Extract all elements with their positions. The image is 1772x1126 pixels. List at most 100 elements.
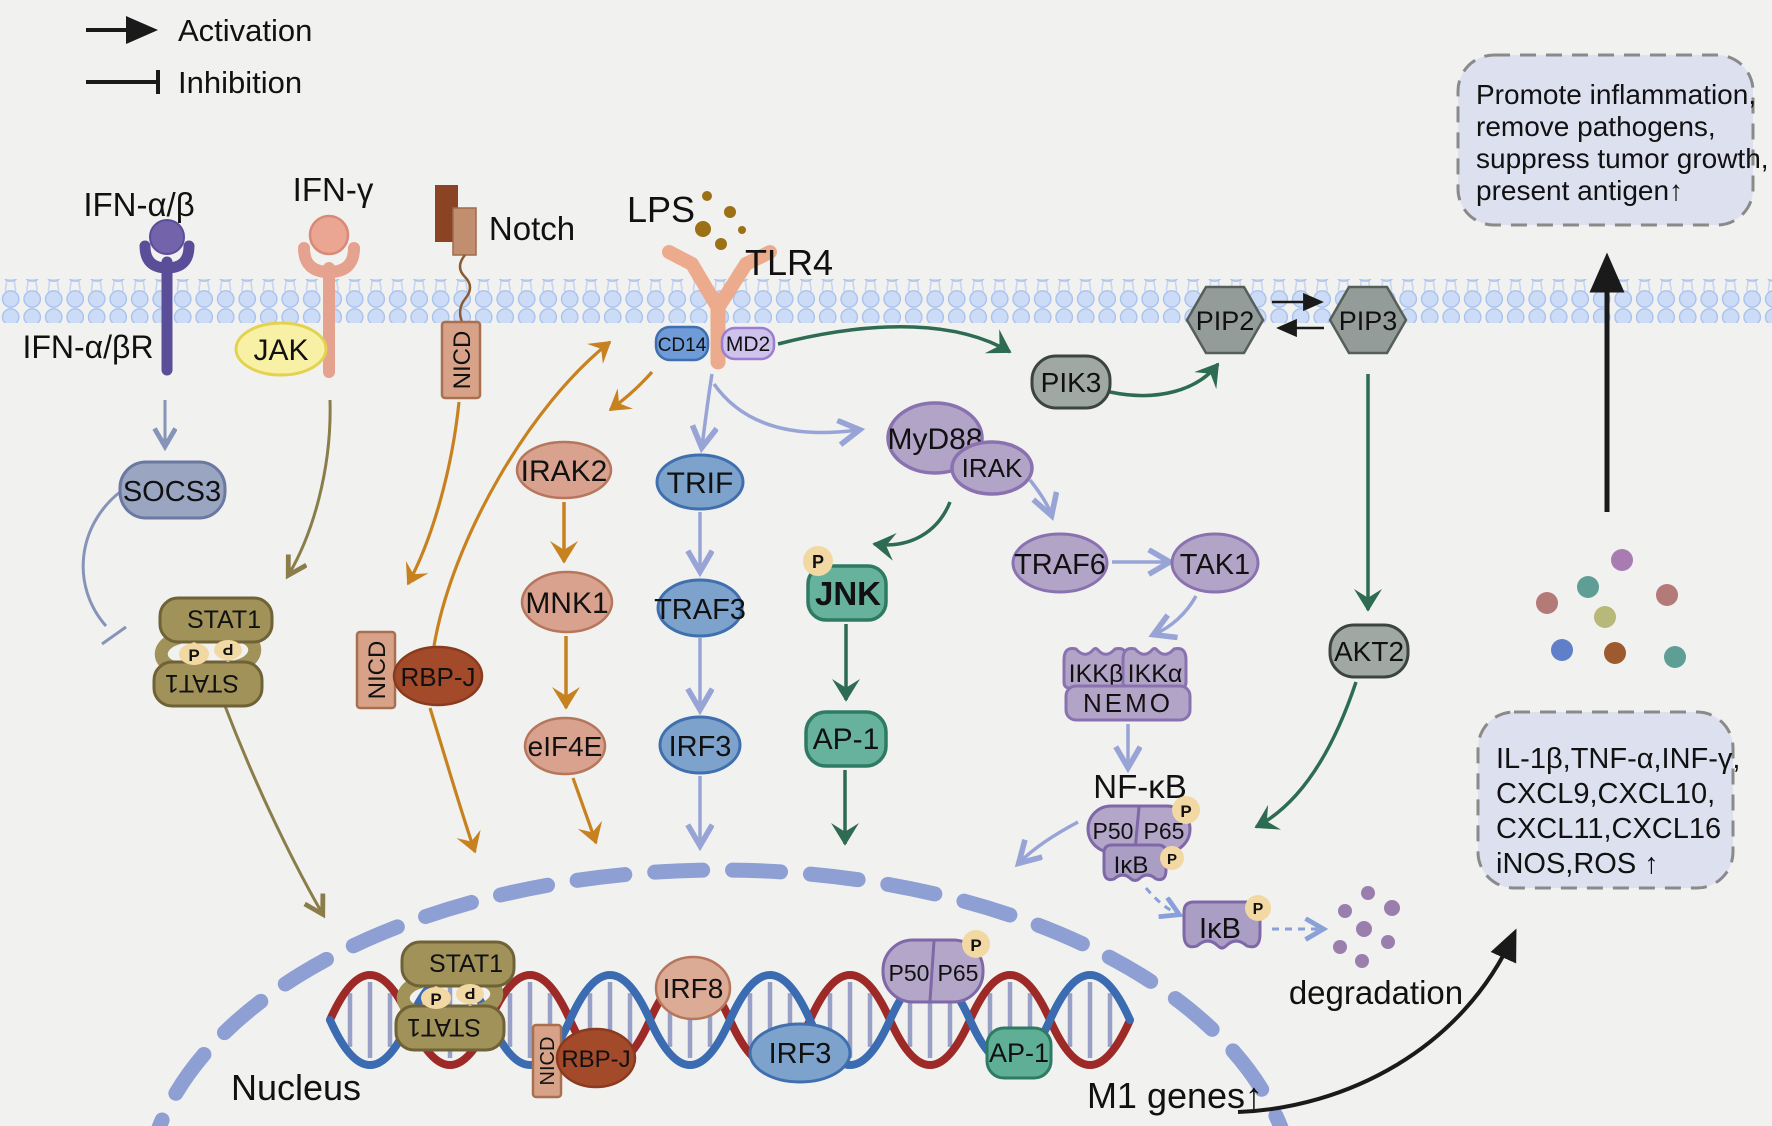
arrow-rbpj-nucleus — [428, 707, 481, 854]
stat1-label: STAT1 — [429, 950, 503, 978]
pik3-node — [1030, 354, 1112, 410]
irf8-label: IRF8 — [663, 973, 724, 1004]
irf3-node — [658, 715, 742, 775]
traf3-label: TRAF3 — [654, 594, 746, 626]
rbpj-node — [392, 645, 484, 707]
ikb-attached-node — [1102, 843, 1168, 882]
stat1-label-flipped: STAT1 — [407, 1013, 481, 1041]
arrow-m1genes-cytokines — [1237, 928, 1517, 1114]
nucleus-label: Nucleus — [231, 1067, 361, 1108]
socs3-node — [118, 460, 227, 520]
ap1-node — [804, 710, 888, 768]
outcome-box: Promote inflammation, remove pathogens, … — [1456, 53, 1769, 227]
ifn-ab-r-label: IFN-α/βR — [22, 329, 153, 365]
cytokine-line-4: iNOS,ROS ↑ — [1496, 848, 1659, 880]
notch-label: Notch — [489, 210, 575, 247]
phospho-p: P — [1180, 802, 1191, 821]
ifn-ab-ligand-icon — [149, 219, 185, 255]
arrow-rbpj-tlr4 — [432, 340, 612, 647]
cd14-node — [654, 325, 710, 362]
jak-label: JAK — [253, 334, 308, 367]
nemo-label: NEMO — [1083, 688, 1173, 718]
inhibit-socs3-stat1 — [81, 490, 121, 627]
akt2-label: AKT2 — [1334, 636, 1404, 667]
trif-label: TRIF — [667, 467, 734, 500]
nicd-membrane-label: NICD — [449, 331, 476, 390]
md2-label: MD2 — [726, 333, 770, 356]
receptor-ifn-ab: IFN-α/β IFN-α/βR — [22, 186, 195, 376]
arrow-irak-traf6 — [1028, 478, 1051, 514]
phospho-p: P — [430, 990, 441, 1009]
arrow-tlr4-trif — [702, 373, 712, 446]
arrow-akt2-nfkb — [1254, 681, 1358, 830]
pip2-node — [1185, 285, 1265, 355]
pip3-node — [1328, 285, 1408, 355]
traf3-node — [656, 578, 744, 638]
legend: Activation Inhibition — [86, 13, 312, 100]
lps-label: LPS — [627, 189, 695, 230]
phospho-badge — [962, 930, 990, 958]
eif4e-node — [523, 716, 607, 776]
phospho-p: P — [464, 984, 475, 1001]
p65-nucleus-label: P65 — [938, 960, 979, 986]
tlr4-arm-right — [711, 245, 777, 315]
tak1-node — [1170, 532, 1260, 594]
legend-activation-label: Activation — [178, 13, 312, 48]
ap1-nucleus-node — [985, 1026, 1053, 1080]
receptor-ifn-g: IFN-γ JAK — [234, 171, 374, 378]
pip-nodes: PIP2 PIP3 — [1185, 285, 1408, 355]
ifn-g-label: IFN-γ — [293, 171, 374, 208]
arrow-nfkb-nucleus — [1020, 820, 1079, 862]
nfkb-label: NF-κB — [1093, 768, 1187, 805]
tak1-label: TAK1 — [1180, 549, 1250, 581]
arrow-tak1-ikk — [1155, 595, 1198, 634]
traf6-node — [1011, 532, 1109, 594]
irf3-label: IRF3 — [669, 731, 732, 763]
outcome-line-1: Promote inflammation, — [1476, 79, 1756, 110]
arrow-nfkb-ikb-dashed — [1144, 887, 1178, 914]
m1-genes-label: M1 genes↑ — [1087, 1075, 1263, 1116]
irf8-node — [654, 955, 732, 1021]
nicd-nucleus-label: NICD — [537, 1037, 559, 1086]
receptor-tlr4: LPS TLR4 CD14 MD2 — [627, 189, 833, 370]
pik3-label: PIK3 — [1041, 367, 1102, 398]
mnk1-label: MNK1 — [525, 587, 608, 620]
md2-node — [720, 326, 776, 361]
nicd-membrane-node — [440, 320, 482, 400]
rbpj-label: RBP-J — [400, 662, 475, 692]
ifn-ab-cup — [139, 240, 195, 274]
cytoplasm-nodes: SOCS3 P P STAT1 STAT1 NICD RBP-J IRAK2 M… — [118, 354, 1686, 1011]
outcome-line-2: remove pathogens, — [1476, 111, 1716, 142]
notch-receptor-icon — [452, 207, 477, 256]
phospho-badge — [214, 640, 242, 660]
stat1-body-bottom — [152, 660, 264, 708]
p50-label: P50 — [1093, 818, 1134, 844]
phospho-badge — [1245, 895, 1271, 921]
ikkb-label: IKKβ — [1069, 660, 1124, 688]
phospho-badge — [1160, 846, 1184, 870]
arrow-tlr4-irak2 — [608, 370, 654, 412]
cytokine-line-3: CXCL11,CXCL16 — [1496, 813, 1721, 845]
legend-inhibition-label: Inhibition — [178, 65, 302, 100]
phospho-p: P — [222, 640, 233, 657]
ifn-ab-label: IFN-α/β — [83, 186, 194, 223]
inhibit-bar-socs3 — [101, 625, 127, 646]
tlr4-arm-left — [662, 245, 725, 315]
ifn-g-cup — [298, 242, 360, 279]
ikb-attached-label: IκB — [1114, 852, 1149, 879]
ap1-nucleus-label: AP-1 — [989, 1038, 1049, 1068]
cytokine-box-frame — [1476, 710, 1735, 890]
arrow-jak-stat1 — [289, 399, 332, 574]
lps-dots-icon — [695, 191, 746, 250]
stat1-dimer-nucleus: P P STAT1 STAT1 — [394, 940, 516, 1052]
degradation-label: degradation — [1289, 974, 1463, 1011]
irf3-nucleus-label: IRF3 — [769, 1038, 832, 1070]
ikka-label: IKKα — [1128, 660, 1183, 688]
receptor-notch: Notch NICD — [435, 185, 575, 400]
eif4e-label: eIF4E — [528, 731, 603, 762]
socs3-label: SOCS3 — [123, 476, 221, 508]
pip3-label: PIP3 — [1339, 306, 1398, 336]
phospho-badge — [456, 984, 484, 1004]
jnk-node — [806, 564, 888, 622]
